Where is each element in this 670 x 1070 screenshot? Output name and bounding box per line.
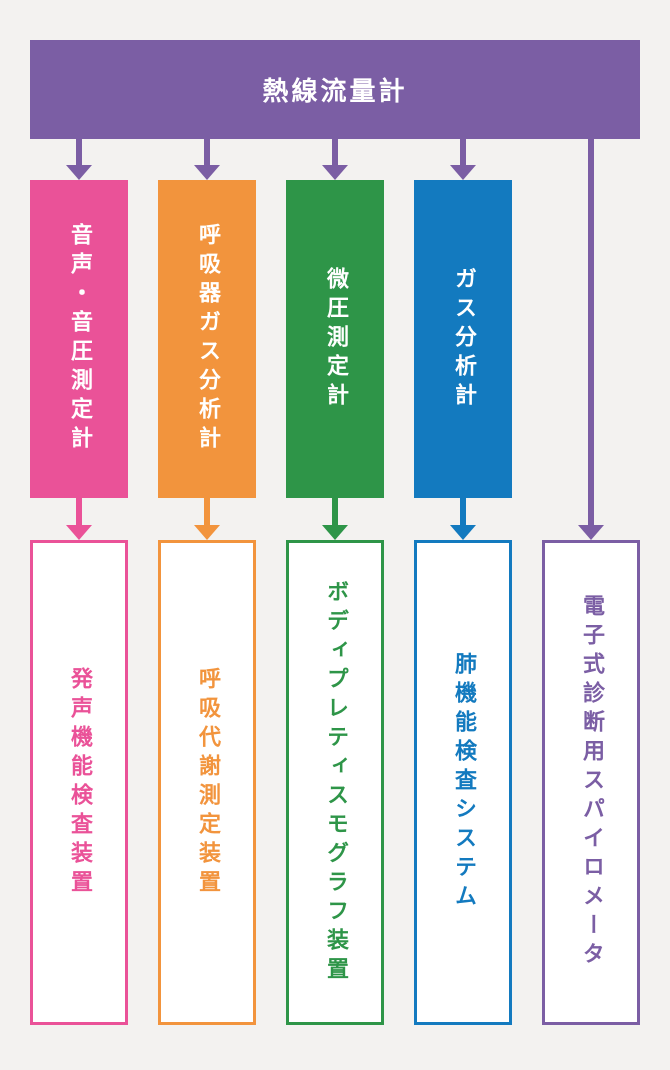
arrowhead-icon [66, 525, 92, 540]
arrowhead-icon [194, 165, 220, 180]
connector-line [76, 498, 82, 525]
product-node: 肺機能検査システム [414, 540, 512, 1025]
arrow-down-icon [450, 498, 476, 540]
arrowhead-icon [66, 165, 92, 180]
product-label: 呼吸代謝測定装置 [195, 666, 220, 899]
arrowhead-icon [322, 165, 348, 180]
connector-line [460, 139, 466, 165]
category-label: ガス分析計 [451, 266, 476, 412]
category-node: 呼吸器ガス分析計 [158, 180, 256, 498]
arrowhead-icon [194, 525, 220, 540]
arrow-down-icon [322, 139, 348, 180]
arrow-down-icon [194, 498, 220, 540]
arrowhead-icon [450, 165, 476, 180]
category-label: 音声・音圧測定計 [67, 223, 92, 455]
root-node: 熱線流量計 [30, 40, 640, 139]
product-node: 発声機能検査装置 [30, 540, 128, 1025]
product-label: ボディプレティスモグラフ装置 [323, 579, 348, 986]
product-label: 肺機能検査システム [451, 652, 476, 913]
arrow-down-icon [578, 139, 604, 540]
category-label: 呼吸器ガス分析計 [195, 223, 220, 455]
category-node: 音声・音圧測定計 [30, 180, 128, 498]
product-label: 電子式診断用スパイロメータ [579, 594, 604, 971]
arrow-down-icon [450, 139, 476, 180]
arrowhead-icon [578, 525, 604, 540]
arrow-down-icon [66, 139, 92, 180]
product-node: 呼吸代謝測定装置 [158, 540, 256, 1025]
arrow-down-icon [322, 498, 348, 540]
connector-line [204, 498, 210, 525]
connector-line [204, 139, 210, 165]
arrowhead-icon [322, 525, 348, 540]
category-node: 微圧測定計 [286, 180, 384, 498]
arrow-down-icon [194, 139, 220, 180]
connector-line [332, 139, 338, 165]
arrowhead-icon [450, 525, 476, 540]
connector-line [588, 139, 594, 525]
category-label: 微圧測定計 [323, 266, 348, 412]
product-node: ボディプレティスモグラフ装置 [286, 540, 384, 1025]
connector-line [332, 498, 338, 525]
arrow-down-icon [66, 498, 92, 540]
product-label: 発声機能検査装置 [67, 666, 92, 899]
product-node: 電子式診断用スパイロメータ [542, 540, 640, 1025]
connector-line [76, 139, 82, 165]
category-node: ガス分析計 [414, 180, 512, 498]
root-node-label: 熱線流量計 [262, 77, 408, 107]
connector-line [460, 498, 466, 525]
